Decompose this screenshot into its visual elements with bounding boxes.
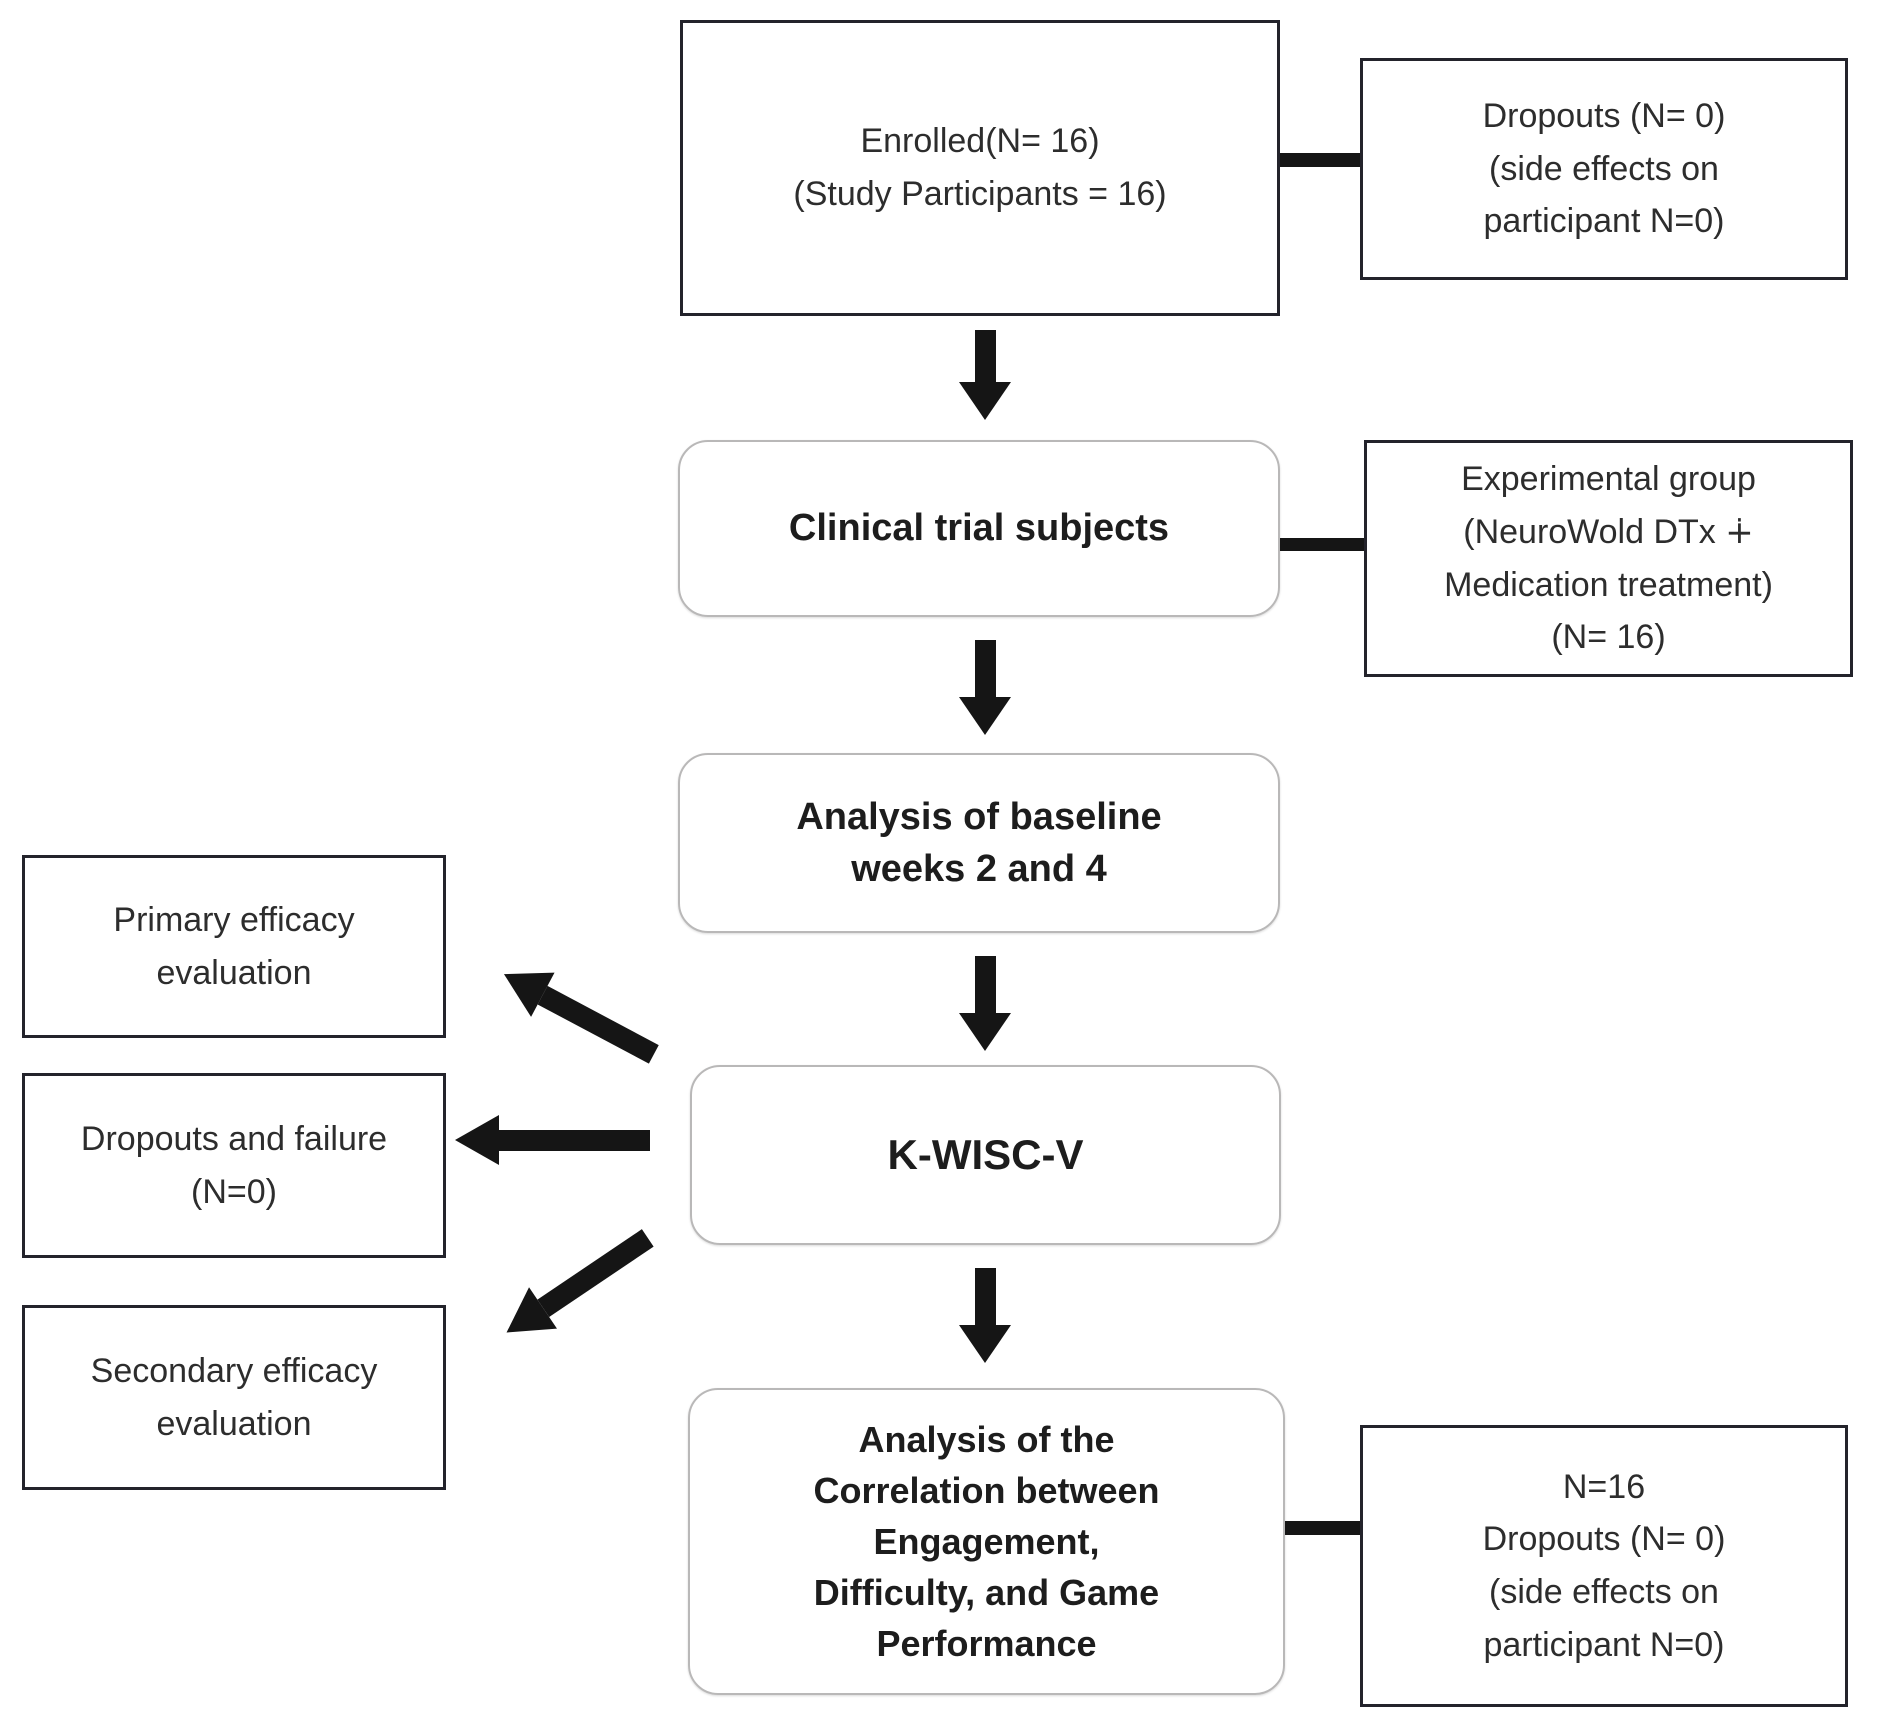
dropouts-bottom-line: participant N=0): [1483, 1625, 1725, 1664]
arrow-shaft: [974, 1268, 996, 1325]
arrow-shaft: [974, 956, 996, 1013]
up-left-arrow-icon: [492, 952, 666, 1076]
enrolled-line: Enrolled(N= 16): [860, 122, 1100, 161]
down-arrow-icon: [959, 640, 1011, 735]
down-arrow-icon: [959, 956, 1011, 1051]
kwisc-label: K-WISC-V: [887, 1131, 1084, 1179]
arrow-shaft: [537, 1228, 654, 1317]
arrow-shaft: [537, 985, 659, 1064]
correlation-line: Performance: [876, 1623, 1097, 1665]
secondary-efficacy-box: Secondary efficacy evaluation: [22, 1305, 446, 1490]
dropfail-line: (N=0): [191, 1172, 277, 1211]
dropouts-top-line: participant N=0): [1483, 202, 1725, 241]
arrow-head: [959, 382, 1011, 420]
arrow-head: [455, 1115, 499, 1165]
connector-line: [1280, 538, 1364, 551]
correlation-line: Analysis of the: [858, 1418, 1115, 1460]
dropouts-bottom-line: N=16: [1562, 1467, 1646, 1506]
down-arrow-icon: [959, 330, 1011, 420]
primary-line: evaluation: [156, 953, 312, 992]
secondary-line: evaluation: [156, 1404, 312, 1443]
connector-line: [1285, 1521, 1360, 1535]
experimental-line: Experimental group: [1461, 460, 1756, 499]
arrow-shaft: [499, 1129, 650, 1151]
arrow-shaft: [974, 330, 996, 382]
experimental-line: (NeuroWold DTx ∔: [1463, 512, 1754, 551]
correlation-line: Difficulty, and Game: [813, 1572, 1160, 1614]
secondary-line: Secondary efficacy: [90, 1351, 378, 1390]
baseline-analysis-box: Analysis of baseline weeks 2 and 4: [678, 753, 1280, 933]
connector-line: [1280, 153, 1360, 167]
arrow-head: [959, 697, 1011, 735]
kwisc-box: K-WISC-V: [690, 1065, 1281, 1245]
dropfail-line: Dropouts and failure: [80, 1119, 388, 1158]
dropouts-bottom-box: N=16 Dropouts (N= 0) (side effects on pa…: [1360, 1425, 1848, 1707]
correlation-analysis-box: Analysis of the Correlation between Enga…: [688, 1388, 1285, 1695]
dropouts-top-line: Dropouts (N= 0): [1482, 96, 1726, 135]
arrow-shaft: [974, 640, 996, 697]
dropouts-failure-box: Dropouts and failure (N=0): [22, 1073, 446, 1258]
baseline-line: weeks 2 and 4: [851, 848, 1107, 890]
dropouts-top-line: (side effects on: [1489, 149, 1719, 188]
clinical-trial-subjects-box: Clinical trial subjects: [678, 440, 1280, 617]
left-arrow-icon: [455, 1115, 650, 1165]
correlation-line: Engagement,: [873, 1520, 1100, 1562]
dropouts-top-box: Dropouts (N= 0) (side effects on partici…: [1360, 58, 1848, 280]
clinical-label: Clinical trial subjects: [788, 507, 1170, 550]
arrow-head: [959, 1325, 1011, 1363]
dropouts-bottom-line: (side effects on: [1489, 1573, 1719, 1611]
arrow-head: [959, 1013, 1011, 1051]
down-arrow-icon: [959, 1268, 1011, 1363]
experimental-line: (N= 16): [1551, 618, 1666, 657]
primary-efficacy-box: Primary efficacy evaluation: [22, 855, 446, 1038]
baseline-line: Analysis of baseline: [796, 795, 1162, 838]
experimental-line: Medication treatment): [1444, 565, 1773, 604]
down-left-arrow-icon: [492, 1217, 662, 1354]
experimental-group-box: Experimental group (NeuroWold DTx ∔ Medi…: [1364, 440, 1853, 677]
dropouts-bottom-line: Dropouts (N= 0): [1482, 1520, 1726, 1559]
enrolled-box: Enrolled(N= 16) (Study Participants = 16…: [680, 20, 1280, 316]
primary-line: Primary efficacy: [113, 900, 355, 939]
correlation-line: Correlation between: [813, 1469, 1160, 1511]
enrolled-line: (Study Participants = 16): [793, 175, 1167, 213]
